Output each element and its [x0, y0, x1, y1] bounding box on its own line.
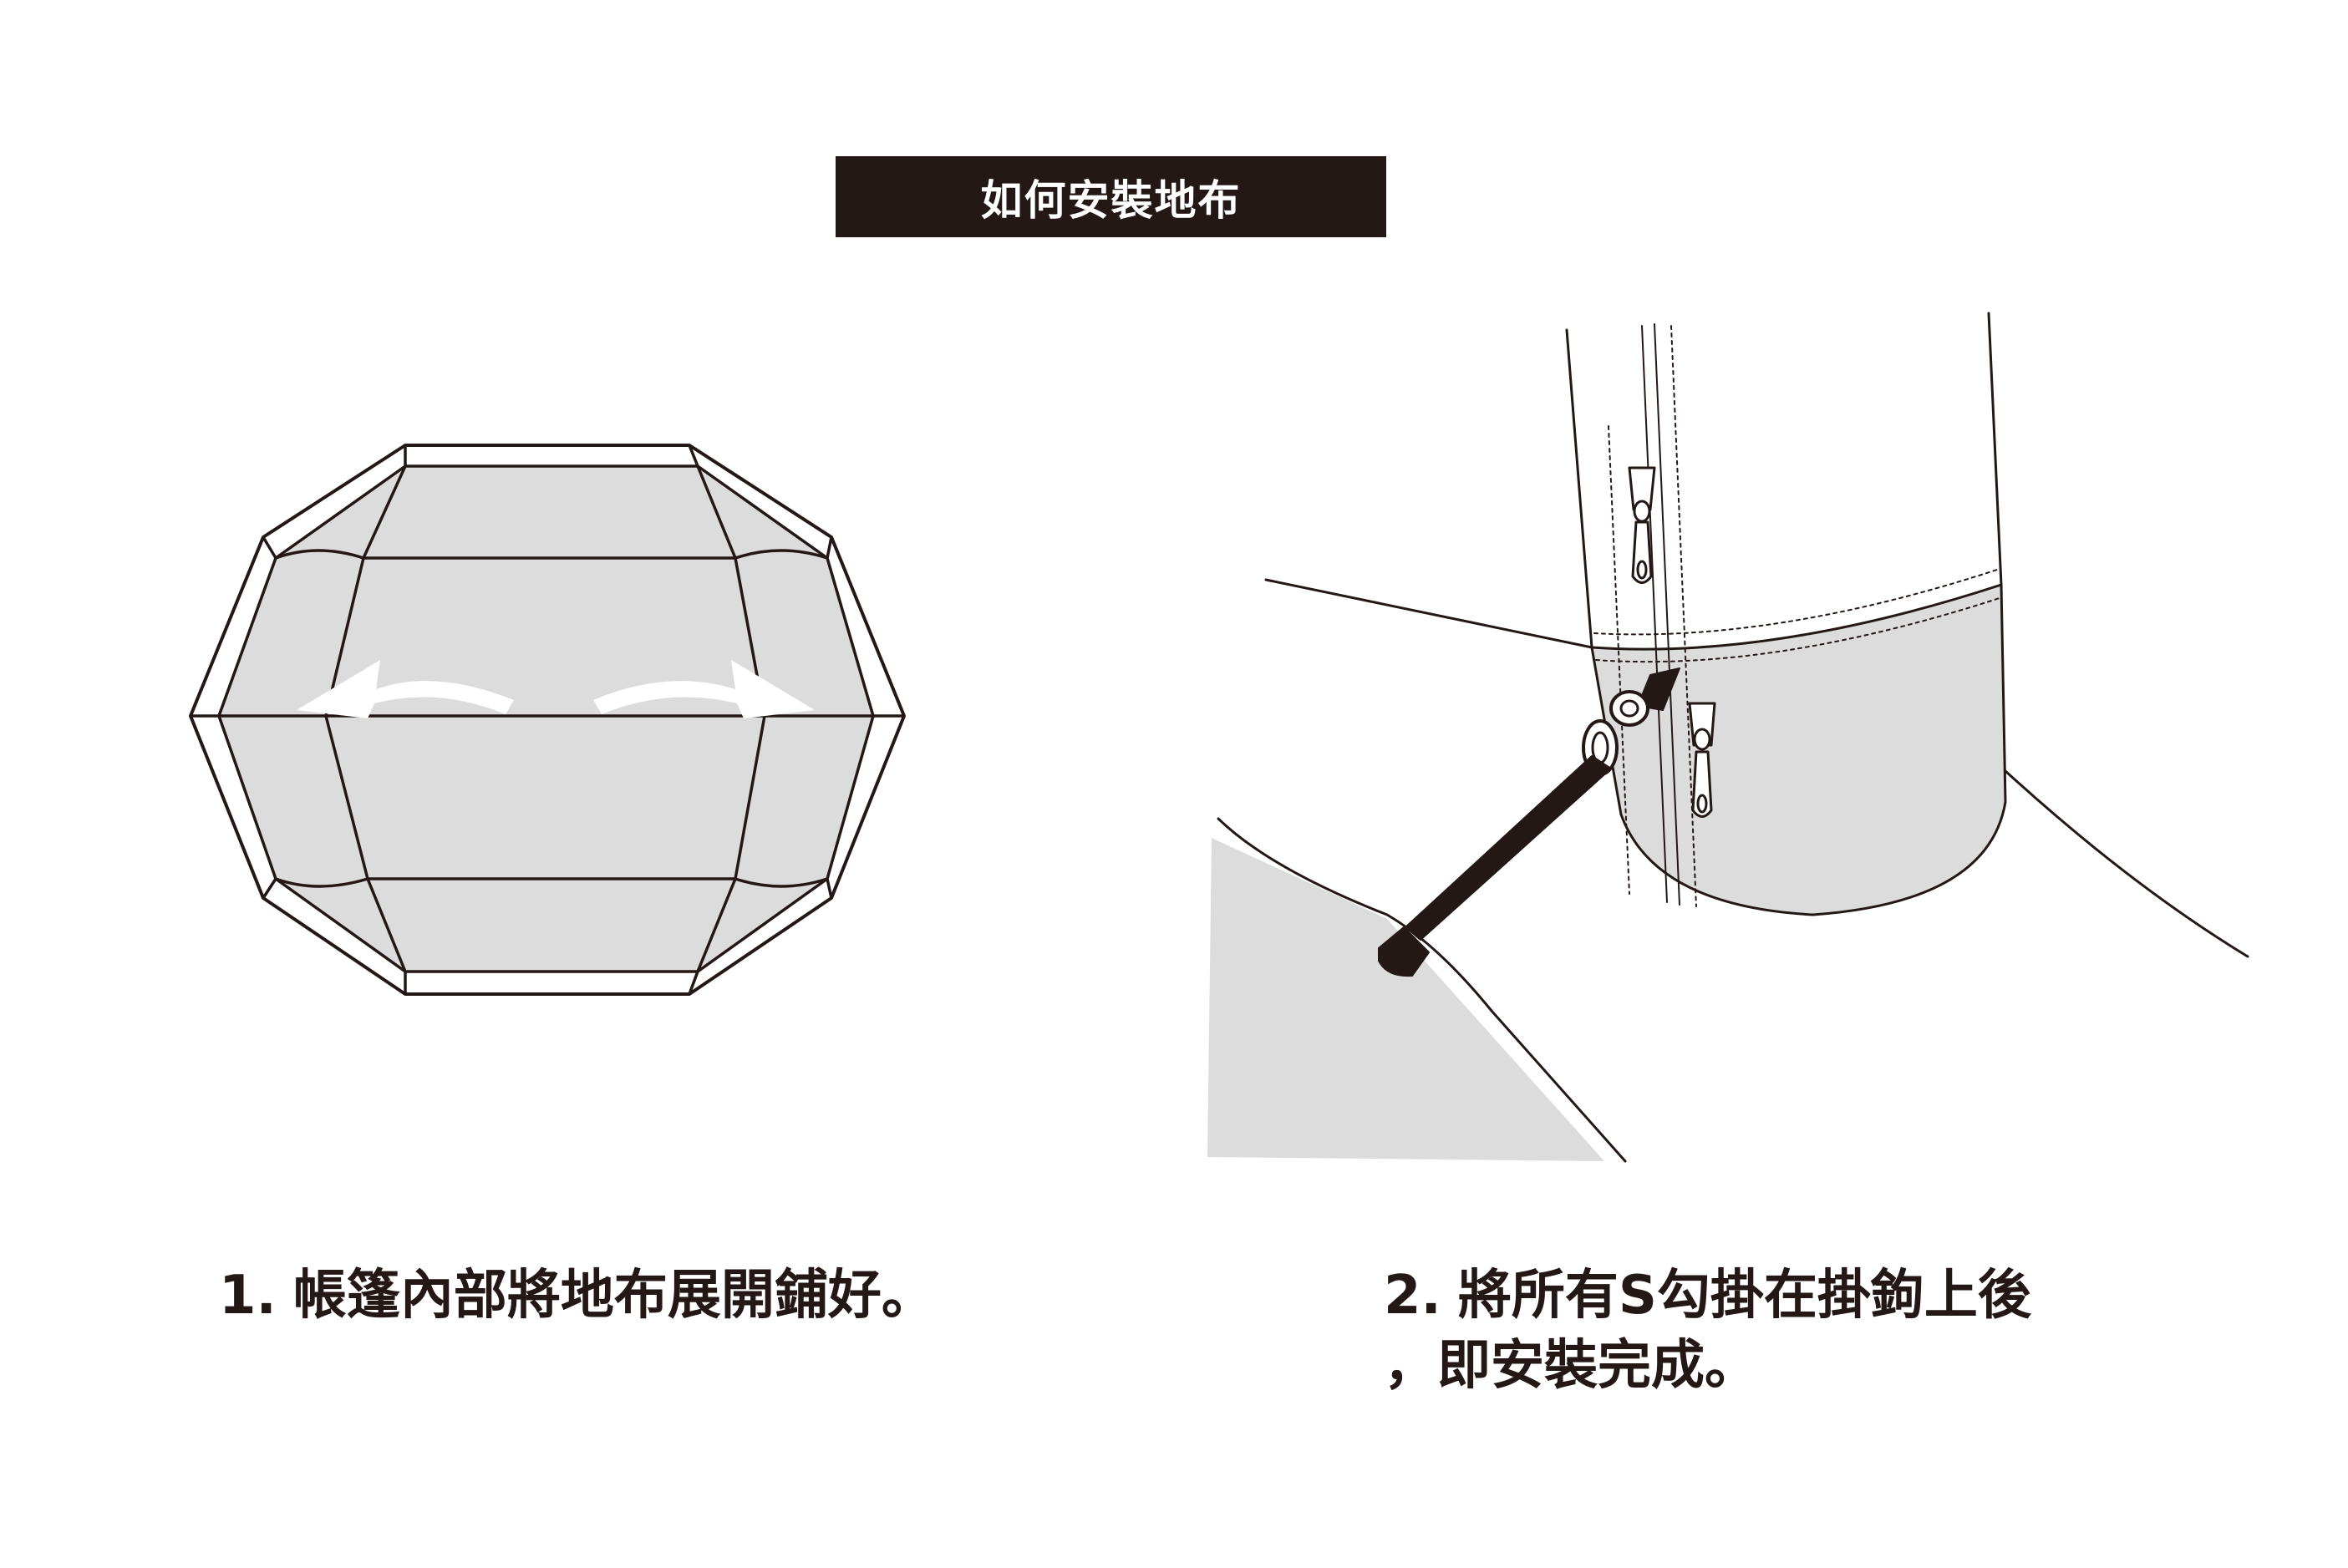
corner-connectors	[191, 444, 904, 995]
groundsheet-illustration	[189, 444, 906, 996]
groundsheet-fill	[219, 466, 873, 972]
step-1-caption: 1.帳篷內部將地布展開鋪好。	[219, 1261, 935, 1331]
step-number: 2.	[1384, 1265, 1441, 1327]
spread-arrows	[297, 660, 815, 718]
step-text: 帳篷內部將地布展開鋪好。	[292, 1265, 935, 1327]
strap-end-cap	[1378, 926, 1430, 977]
tent-wall	[1565, 312, 2007, 916]
step-number: 1.	[219, 1265, 277, 1327]
step-2-caption: 2. 將所有S勾掛在掛鉤上後 ，即安裝完成。	[1384, 1261, 2031, 1402]
zipper-pull-lower-icon	[1688, 702, 1716, 818]
right-arrow-icon	[593, 660, 815, 718]
step-text: 將所有S勾掛在掛鉤上後	[1457, 1265, 2031, 1327]
tent-wall-fill	[1592, 585, 2005, 915]
step-text-continuation: ，即安裝完成。	[1384, 1335, 1758, 1398]
page-title: 如何安裝地布	[980, 175, 1242, 225]
hook-illustration	[1207, 312, 2249, 1163]
strap	[1405, 755, 1612, 941]
floor-line	[1264, 578, 1593, 649]
zipper-pull-upper-icon	[1628, 466, 1656, 584]
floor-edge-right	[2004, 769, 2249, 958]
s-hook-assembly	[1378, 667, 1680, 977]
s-hook-upper-ring	[1609, 690, 1649, 727]
title-banner: 如何安裝地布	[836, 156, 1386, 237]
left-arrow-icon	[297, 660, 514, 718]
groundsheet-corner	[1207, 838, 1604, 1161]
groundsheet-edge	[1217, 817, 1627, 1163]
